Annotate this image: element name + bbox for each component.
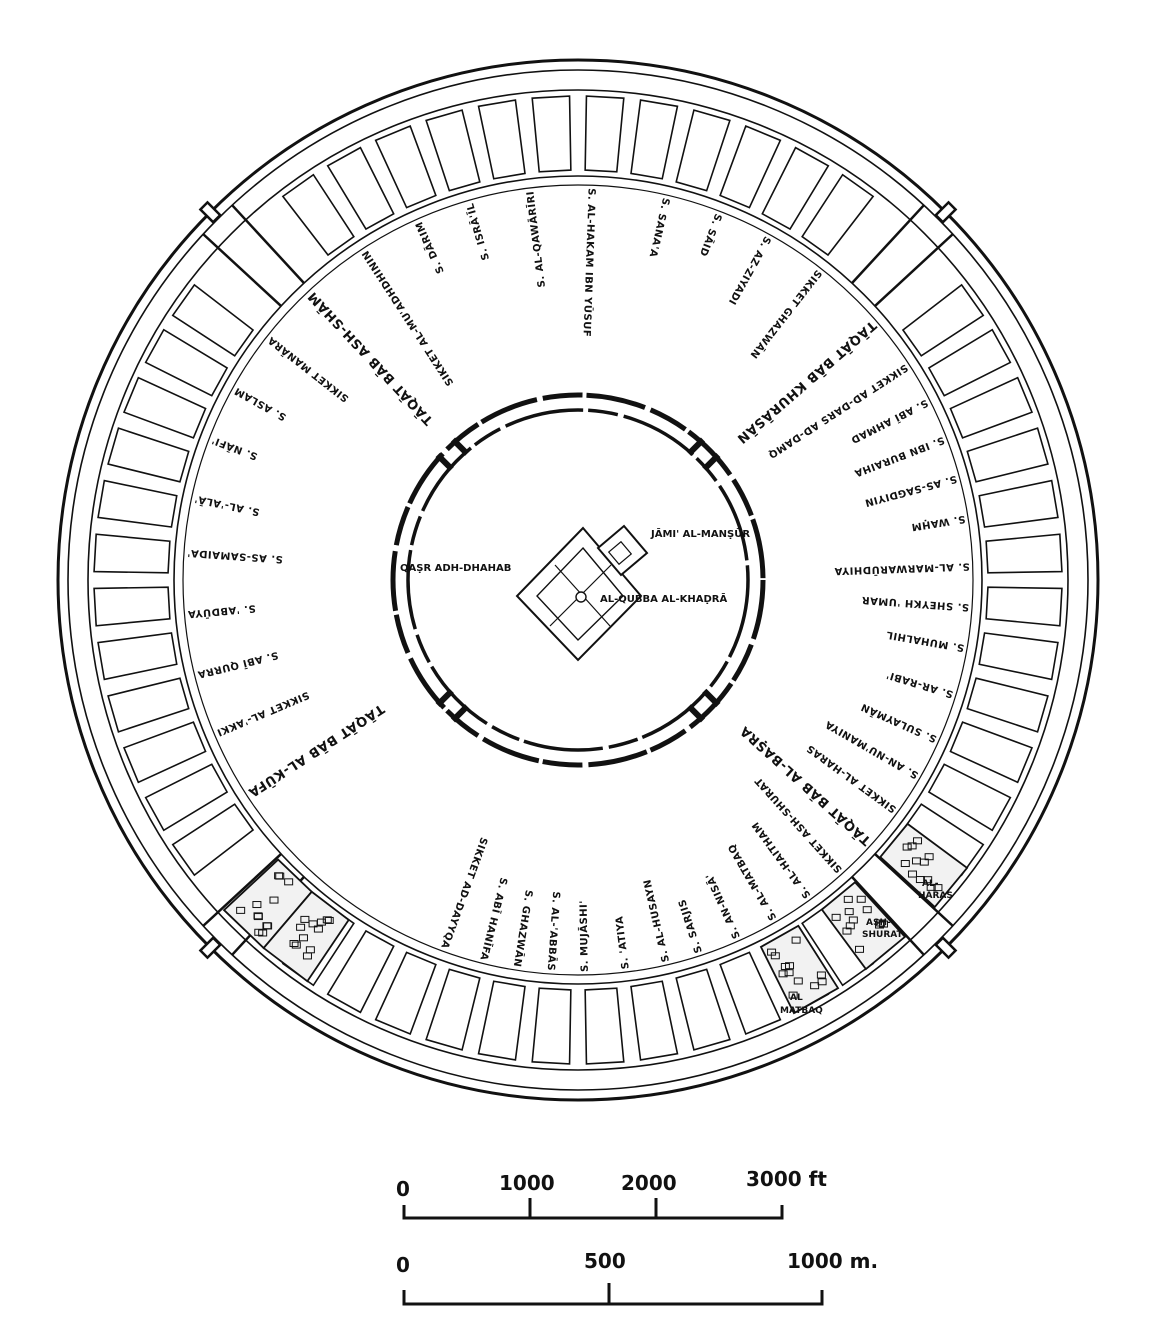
street-label-ibn-buraiha: S. IBN BURAIHA [852, 434, 945, 479]
residential-cell [585, 988, 624, 1064]
qubba-dome [576, 592, 586, 602]
residential-cell [98, 481, 177, 527]
street-label-al-ala: S. AL-'ALĀ' [193, 493, 260, 519]
street-label-israil: S. ISRĀ'ĪL [463, 201, 492, 261]
scale-feet-label-2000: 2000 [621, 1171, 677, 1195]
residential-cell [94, 587, 170, 626]
residential-cell [479, 100, 525, 179]
street-label-mujashi: S. MUJĀSHI' [577, 900, 591, 972]
scale-feet-label-0: 0 [396, 1177, 410, 1201]
street-label-sulayman: S. SULAYMĀN [859, 701, 939, 746]
residential-cell [631, 981, 677, 1060]
label-matbaq-2: MATBAQ [780, 1006, 823, 1016]
scale-feet-label-1000: 1000 [499, 1171, 555, 1195]
street-label-qawariri: S. AL-QAWĀRĪRI [523, 190, 548, 288]
street-label-sheykh-umar: S. SHEYKH 'UMAR [861, 594, 969, 612]
scale-feet-bar [404, 1205, 782, 1218]
street-label-an-nisa: S. AN-NISĀ' [702, 871, 742, 941]
residential-cell [108, 428, 189, 482]
street-label-hakam: S. AL-HAKAM IBN YŪSUF [580, 188, 598, 337]
street-label-atiya: S. 'ATIYA [614, 915, 631, 970]
residential-cell [986, 534, 1062, 573]
label-qasr: QAṢR ADH-DHAHAB [400, 563, 511, 574]
street-label-said: S. SĀID [697, 212, 725, 259]
scale-meters-bar [404, 1290, 822, 1304]
residential-cell [967, 678, 1048, 732]
residential-cell [108, 678, 189, 732]
residential-cell [94, 534, 170, 573]
street-label-dayyqa: SIKKET AD-DAYYQA [438, 836, 489, 950]
street-label-saghdiyin: S. AS-SAGDIYIN [863, 473, 958, 508]
label-haras-1: AL- [922, 879, 939, 889]
label-haras-2: HARAS [918, 891, 953, 901]
label-jami: JĀMI' AL-MANṢŪR [650, 527, 750, 540]
street-label-nafi: S. NĀFI' [210, 434, 260, 463]
street-label-marwarudhiya: S. AL-MARWARŪDHIYA [834, 560, 970, 578]
street-label-al-akki: SIKKET AL-'AKKI [215, 689, 311, 738]
residential-cell [532, 988, 571, 1064]
scale-meters-label-500: 500 [584, 1249, 626, 1273]
street-label-bab-sham: TĀQĀT BĀB ASH-SHĀM [305, 288, 436, 427]
residential-cell [676, 969, 730, 1050]
residential-cell [532, 96, 571, 172]
scale-meters: 0 500 1000 m. [396, 1249, 878, 1304]
street-label-al-abbas: S. AL-'ABBĀS [545, 891, 564, 971]
street-label-as-samaida: S. AS-SAMAIDA' [187, 547, 284, 565]
residential-cell [979, 481, 1058, 527]
street-label-aslam: S. ASLAM [233, 385, 289, 422]
residential-cell [479, 981, 525, 1060]
street-label-abi-qurra: S. ABĪ QURRA [196, 649, 279, 682]
street-label-abi-ahmad: S. ABĪ AHMAD [849, 397, 931, 447]
residential-cell [631, 100, 677, 179]
street-label-ghazwan-n: SIKKET GHAZWĀN [747, 267, 825, 361]
residential-cell [979, 633, 1058, 679]
label-shurat-2: SHURAT [862, 930, 904, 940]
street-label-dars-ad-damq: SIKKET AD-DARS AD-DAMQ [766, 361, 910, 460]
scale-meters-label-0: 0 [396, 1253, 410, 1277]
street-label-muhalhil: S. MUHALHIL [885, 628, 965, 653]
street-label-abi-hanifa: S. ABĪ HANĪFA [477, 876, 510, 962]
label-shurat-1: ASH- [866, 918, 891, 928]
scale-feet: 0 1000 2000 3000 ft [396, 1167, 827, 1218]
street-label-abduya: S. 'ABDŪYA [187, 602, 256, 621]
street-label-al-husayn: S. AL-HUSAYN [642, 878, 672, 963]
street-label-ar-rabi: S. AR-RABI' [885, 669, 955, 700]
street-label-sarjis: S. SARJIS [677, 897, 705, 954]
label-qubba: AL-QUBBA AL-KHAḌRĀ [600, 592, 727, 605]
residential-cell [676, 110, 730, 191]
residential-cell [426, 110, 480, 191]
street-label-ghazwan-s: S. GHAZWĀN [511, 889, 536, 968]
residential-cell [98, 633, 177, 679]
street-label-az-ziyadi: S. AZ-ZIYADI [726, 234, 773, 306]
scale-meters-label-1000: 1000 m. [787, 1249, 878, 1273]
street-label-wahm: S. WAḤM [910, 513, 966, 532]
street-label-darim: S. DĀRIM [412, 219, 447, 275]
label-matbaq-1: AL [790, 993, 803, 1003]
residential-cell [585, 96, 624, 172]
palace-complex [517, 526, 647, 660]
residential-cell [426, 969, 480, 1050]
street-label-sanaa: S. SANA'A [647, 197, 671, 259]
scale-feet-label-3000: 3000 ft [746, 1167, 827, 1191]
residential-cell [986, 587, 1062, 626]
residential-cell [967, 428, 1048, 482]
street-label-manara: SIKKET MANĀRA [265, 334, 351, 405]
